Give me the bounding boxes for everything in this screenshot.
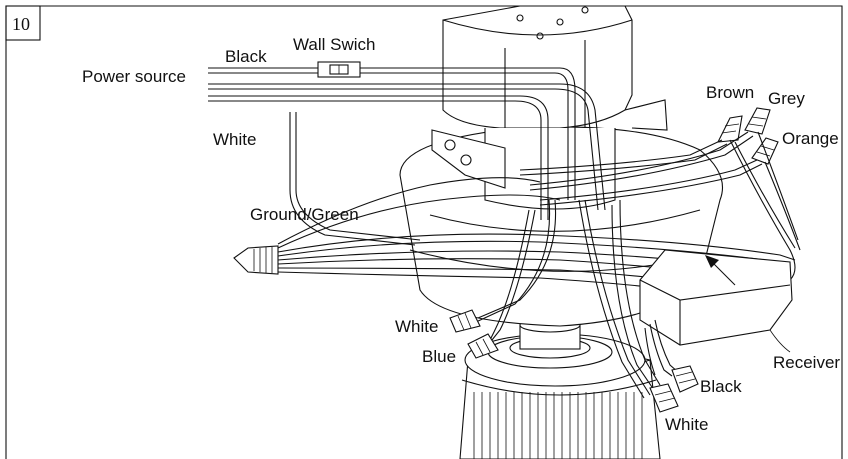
ground-wire bbox=[295, 112, 421, 241]
receiver-box bbox=[639, 249, 793, 346]
wire-nut-blue bbox=[467, 333, 499, 359]
receiver-leader-line bbox=[769, 329, 791, 353]
label-receiver: Receiver bbox=[773, 353, 840, 372]
wall-switch bbox=[317, 61, 361, 78]
receiver-wires bbox=[611, 199, 679, 391]
wire-nut-white-bottom bbox=[649, 383, 679, 413]
label-grey: Grey bbox=[768, 89, 805, 108]
wire-nut-brown bbox=[717, 115, 743, 143]
label-black-bottom: Black bbox=[700, 377, 742, 396]
label-white-bottom: White bbox=[665, 415, 708, 434]
canopy-body bbox=[442, 5, 668, 210]
label-orange: Orange bbox=[782, 129, 839, 148]
right-connector-wires bbox=[519, 131, 801, 281]
wire-nut-ground bbox=[233, 245, 279, 275]
wire-nut-white-center bbox=[449, 309, 481, 333]
label-brown: Brown bbox=[706, 83, 754, 102]
label-white-left: White bbox=[213, 130, 256, 149]
label-black-top: Black bbox=[225, 47, 267, 66]
label-power-source: Power source bbox=[82, 67, 186, 86]
label-wall-switch: Wall Swich bbox=[293, 35, 376, 54]
diagram-frame bbox=[5, 5, 843, 459]
step-number: 10 bbox=[12, 14, 30, 34]
wire-nut-grey bbox=[744, 107, 771, 135]
label-white-center: White bbox=[395, 317, 438, 336]
center-wires bbox=[475, 199, 651, 399]
step-number-box bbox=[5, 5, 41, 41]
label-blue: Blue bbox=[422, 347, 456, 366]
supply-wires bbox=[208, 67, 606, 220]
label-ground-green: Ground/Green bbox=[250, 205, 359, 224]
wire-nut-black bbox=[671, 365, 699, 393]
ground-wire-inner bbox=[289, 112, 416, 246]
mounting-tab bbox=[431, 129, 506, 189]
